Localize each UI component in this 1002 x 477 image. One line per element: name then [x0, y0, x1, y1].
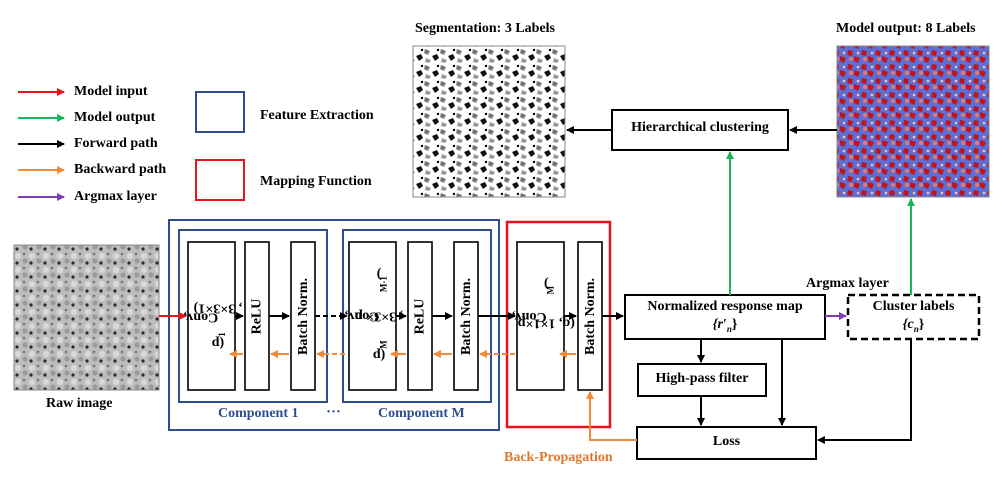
legend-feature-extraction-swatch — [195, 91, 245, 133]
normalized-response-map-label: Normalized response map {r′n} — [647, 299, 803, 334]
hierarchical-clustering-label: Hierarchical clustering — [631, 120, 769, 135]
legend-label-feature-extraction: Feature Extraction — [260, 108, 374, 123]
relu-m-block: ReLU — [412, 298, 428, 334]
backward-path-arrows — [229, 350, 637, 441]
high-pass-filter-node — [637, 363, 767, 397]
feature-extraction-outer-box — [168, 219, 500, 431]
high-pass-filter-label: High-pass filter — [655, 371, 749, 386]
model-output-arrows — [726, 151, 915, 295]
mapping-function-box — [505, 220, 612, 429]
legend-mapping-function-swatch — [195, 159, 245, 201]
legend-label-argmax-layer: Argmax layer — [74, 189, 157, 204]
back-propagation-label: Back-Propagation — [504, 450, 613, 465]
component-m-label: Component M — [378, 406, 465, 421]
raw-image — [13, 244, 160, 391]
segmentation-title: Segmentation: 3 Labels — [415, 21, 555, 36]
legend-label-mapping-function: Mapping Function — [260, 174, 372, 189]
model-output-image — [836, 45, 990, 198]
hierarchical-clustering-node — [611, 109, 789, 151]
raw-image-caption: Raw image — [46, 396, 113, 411]
forward-path-arrows — [235, 126, 912, 444]
conv-m-block: Conv,(pM, 3×3× pM-1) — [344, 265, 403, 363]
component-dots: ··· — [326, 404, 342, 420]
model-output-title: Model output: 8 Labels — [836, 21, 976, 36]
legend-label-model-input: Model input — [74, 84, 148, 99]
normalized-response-map-node — [624, 294, 826, 340]
argmax-layer-label: Argmax layer — [806, 276, 889, 291]
cluster-labels-label: Cluster labels {cn} — [872, 299, 955, 334]
component-1-label: Component 1 — [218, 406, 299, 421]
legend-label-forward-path: Forward path — [74, 136, 158, 151]
conv-q-block: Conv,(q, 1×1×pM) — [512, 275, 576, 331]
batch-norm-m-block: Batch Norm. — [458, 277, 474, 355]
batch-norm-1-block: Batch Norm. — [295, 277, 311, 355]
segmentation-image — [412, 45, 566, 198]
legend-label-model-output: Model output — [74, 110, 156, 125]
cluster-labels-node — [846, 293, 981, 341]
conv-1-block: Conv,(p1, 3×3×1) — [183, 300, 242, 351]
loss-label: Loss — [712, 434, 741, 449]
batch-norm-q-block: Batch Norm. — [582, 277, 598, 355]
legend-label-backward-path: Backward path — [74, 162, 167, 177]
loss-node — [636, 426, 817, 460]
relu-1-block: ReLU — [249, 298, 265, 334]
